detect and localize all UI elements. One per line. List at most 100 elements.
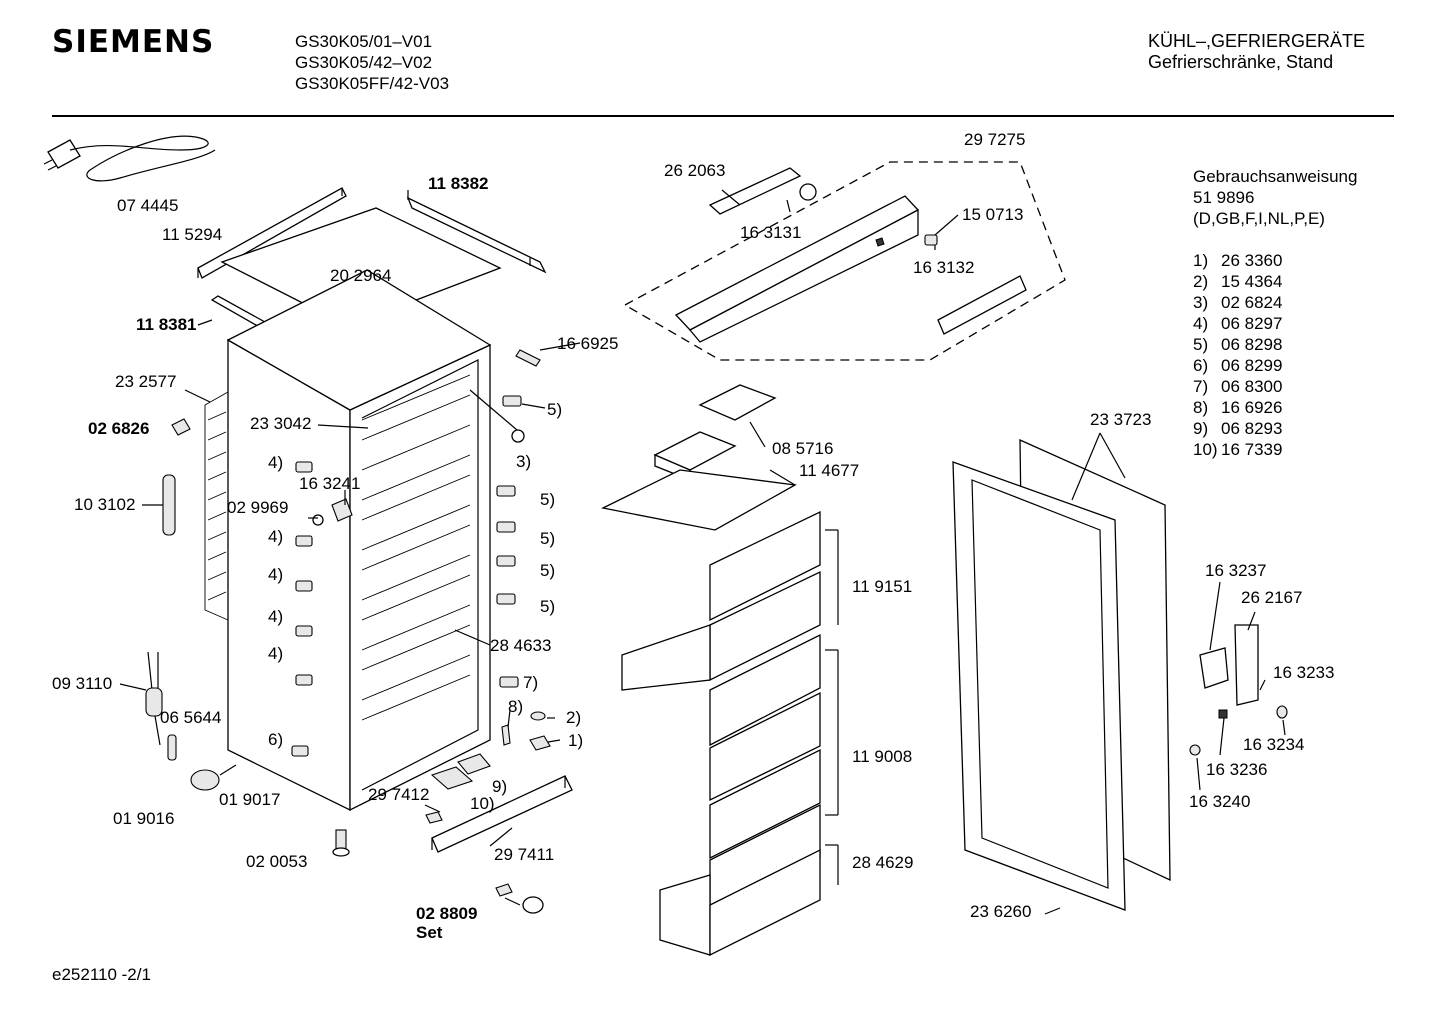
hinge-cap (515, 349, 541, 367)
legend-key: 9) (1193, 419, 1209, 438)
foot-drawing (190, 764, 350, 857)
clip-part (171, 418, 191, 436)
bracket-part (331, 498, 353, 522)
part-label: 02 0053 (246, 852, 308, 871)
part-label: 16 3240 (1189, 792, 1251, 811)
manual-number: 51 9896 (1193, 188, 1255, 207)
part-label: 16 3234 (1243, 735, 1305, 754)
part-label: 16 3237 (1205, 561, 1267, 580)
ref-marker: 8) (508, 697, 524, 716)
part-label: 11 9151 (852, 577, 913, 596)
ref-marker: 9) (492, 777, 508, 796)
ref-marker: 2) (566, 708, 582, 727)
part-label: 02 8809 (416, 904, 478, 923)
legend-part-number: 06 8298 (1221, 335, 1283, 354)
manual-languages: (D,GB,F,I,NL,P,E) (1193, 209, 1325, 228)
sensor-drawing (145, 651, 177, 761)
model-list: GS30K05/01–V01 GS30K05/42–V02 GS30K05FF/… (295, 31, 449, 94)
part-label: 20 2964 (330, 266, 392, 285)
part-label: 16 6925 (557, 334, 619, 353)
part-label: 01 9017 (219, 790, 281, 809)
ref-marker: 7) (523, 673, 539, 692)
legend-key: 5) (1193, 335, 1209, 354)
part-label: 11 4677 (799, 461, 860, 480)
part-label: 11 5294 (162, 225, 223, 244)
brand-logo: SIEMENS (52, 24, 215, 60)
part-label: 29 7412 (368, 785, 430, 804)
part-label: 28 4629 (852, 853, 914, 872)
part-label: 26 2167 (1241, 588, 1303, 607)
part-label: 06 5644 (160, 708, 222, 727)
part-label: 23 3042 (250, 414, 312, 433)
ice-packs (653, 384, 777, 481)
part-label: 10 3102 (74, 495, 136, 514)
power-cord-drawing (43, 135, 216, 182)
legend-row: 1)26 3360 (1193, 250, 1357, 271)
drawers (600, 469, 821, 957)
manual-title: Gebrauchsanweisung (1193, 167, 1358, 186)
part-label: 23 3723 (1090, 410, 1152, 429)
legend-key: 2) (1193, 272, 1209, 291)
legend-key: 3) (1193, 293, 1209, 312)
control-assembly-boundary (623, 161, 1066, 361)
legend-row: 9) 06 8293 (1193, 418, 1357, 439)
legend-part-number: 02 6824 (1221, 293, 1283, 312)
legend-row: 6)06 8299 (1193, 355, 1357, 376)
set-label: Set (416, 923, 443, 942)
ref-marker: 10) (470, 794, 495, 813)
ref-marker: 5) (540, 529, 556, 548)
ref-marker: 4) (268, 453, 284, 472)
model-number: GS30K05/01–V01 (295, 32, 433, 51)
header-divider (52, 115, 1394, 117)
legend-row: 4) 06 8297 (1193, 313, 1357, 334)
legend-key: 7) (1193, 377, 1209, 396)
part-label: 01 9016 (113, 809, 175, 828)
product-category: KÜHL–,GEFRIERGERÄTE Gefrierschränke, Sta… (1148, 31, 1365, 73)
evaporator-shelves (361, 374, 471, 721)
model-number: GS30K05FF/42-V03 (295, 74, 450, 93)
part-label: 02 6826 (88, 419, 150, 438)
legend-row: 8) 16 6926 (1193, 397, 1357, 418)
part-label: 28 4633 (490, 636, 552, 655)
legend-part-number: 06 8293 (1221, 419, 1283, 438)
ref-marker: 4) (268, 527, 284, 546)
part-label: 16 3131 (740, 223, 802, 242)
part-label: 16 3241 (299, 474, 361, 493)
plug-part (312, 514, 324, 526)
part-label: 23 2577 (115, 372, 177, 391)
ref-marker: 4) (268, 644, 284, 663)
ref-marker: 4) (268, 565, 284, 584)
legend-part-number: 06 8297 (1221, 314, 1283, 333)
part-label: 29 7411 (494, 845, 555, 864)
legend-row: 10)16 7339 (1193, 439, 1357, 460)
ref-marker: 5) (540, 561, 556, 580)
legend-part-number: 06 8300 (1221, 377, 1283, 396)
shelf-supports (291, 395, 522, 757)
legend-key: 10) (1193, 440, 1218, 459)
ref-marker: 6) (268, 730, 284, 749)
screw-part (511, 429, 525, 443)
legend-part-number: 06 8299 (1221, 356, 1283, 375)
part-label: 02 9969 (227, 498, 289, 517)
part-label: 07 4445 (117, 196, 179, 215)
legend-part-number: 16 6926 (1221, 398, 1283, 417)
ref-marker: 1) (568, 731, 584, 750)
document-code: e252110 -2/1 (52, 965, 151, 984)
condenser-coil (204, 391, 229, 621)
legend-key: 8) (1193, 398, 1209, 417)
door-drawing (952, 438, 1171, 911)
legend-key: 1) (1193, 251, 1209, 270)
ref-marker: 3) (516, 452, 532, 471)
part-label: 26 2063 (664, 161, 726, 180)
part-label: 29 7275 (964, 130, 1026, 149)
part-label: 23 6260 (970, 902, 1032, 921)
part-label: 16 3233 (1273, 663, 1335, 682)
legend-part-number: 16 7339 (1221, 440, 1283, 459)
legend-row: 3) 02 6824 (1193, 292, 1357, 313)
manual-info: Gebrauchsanweisung 51 9896 (D,GB,F,I,NL,… (1193, 166, 1357, 460)
thermostat-tube (162, 474, 176, 536)
legend-key: 4) (1193, 314, 1209, 333)
part-label: 08 5716 (772, 439, 834, 458)
part-label: 16 3236 (1206, 760, 1268, 779)
